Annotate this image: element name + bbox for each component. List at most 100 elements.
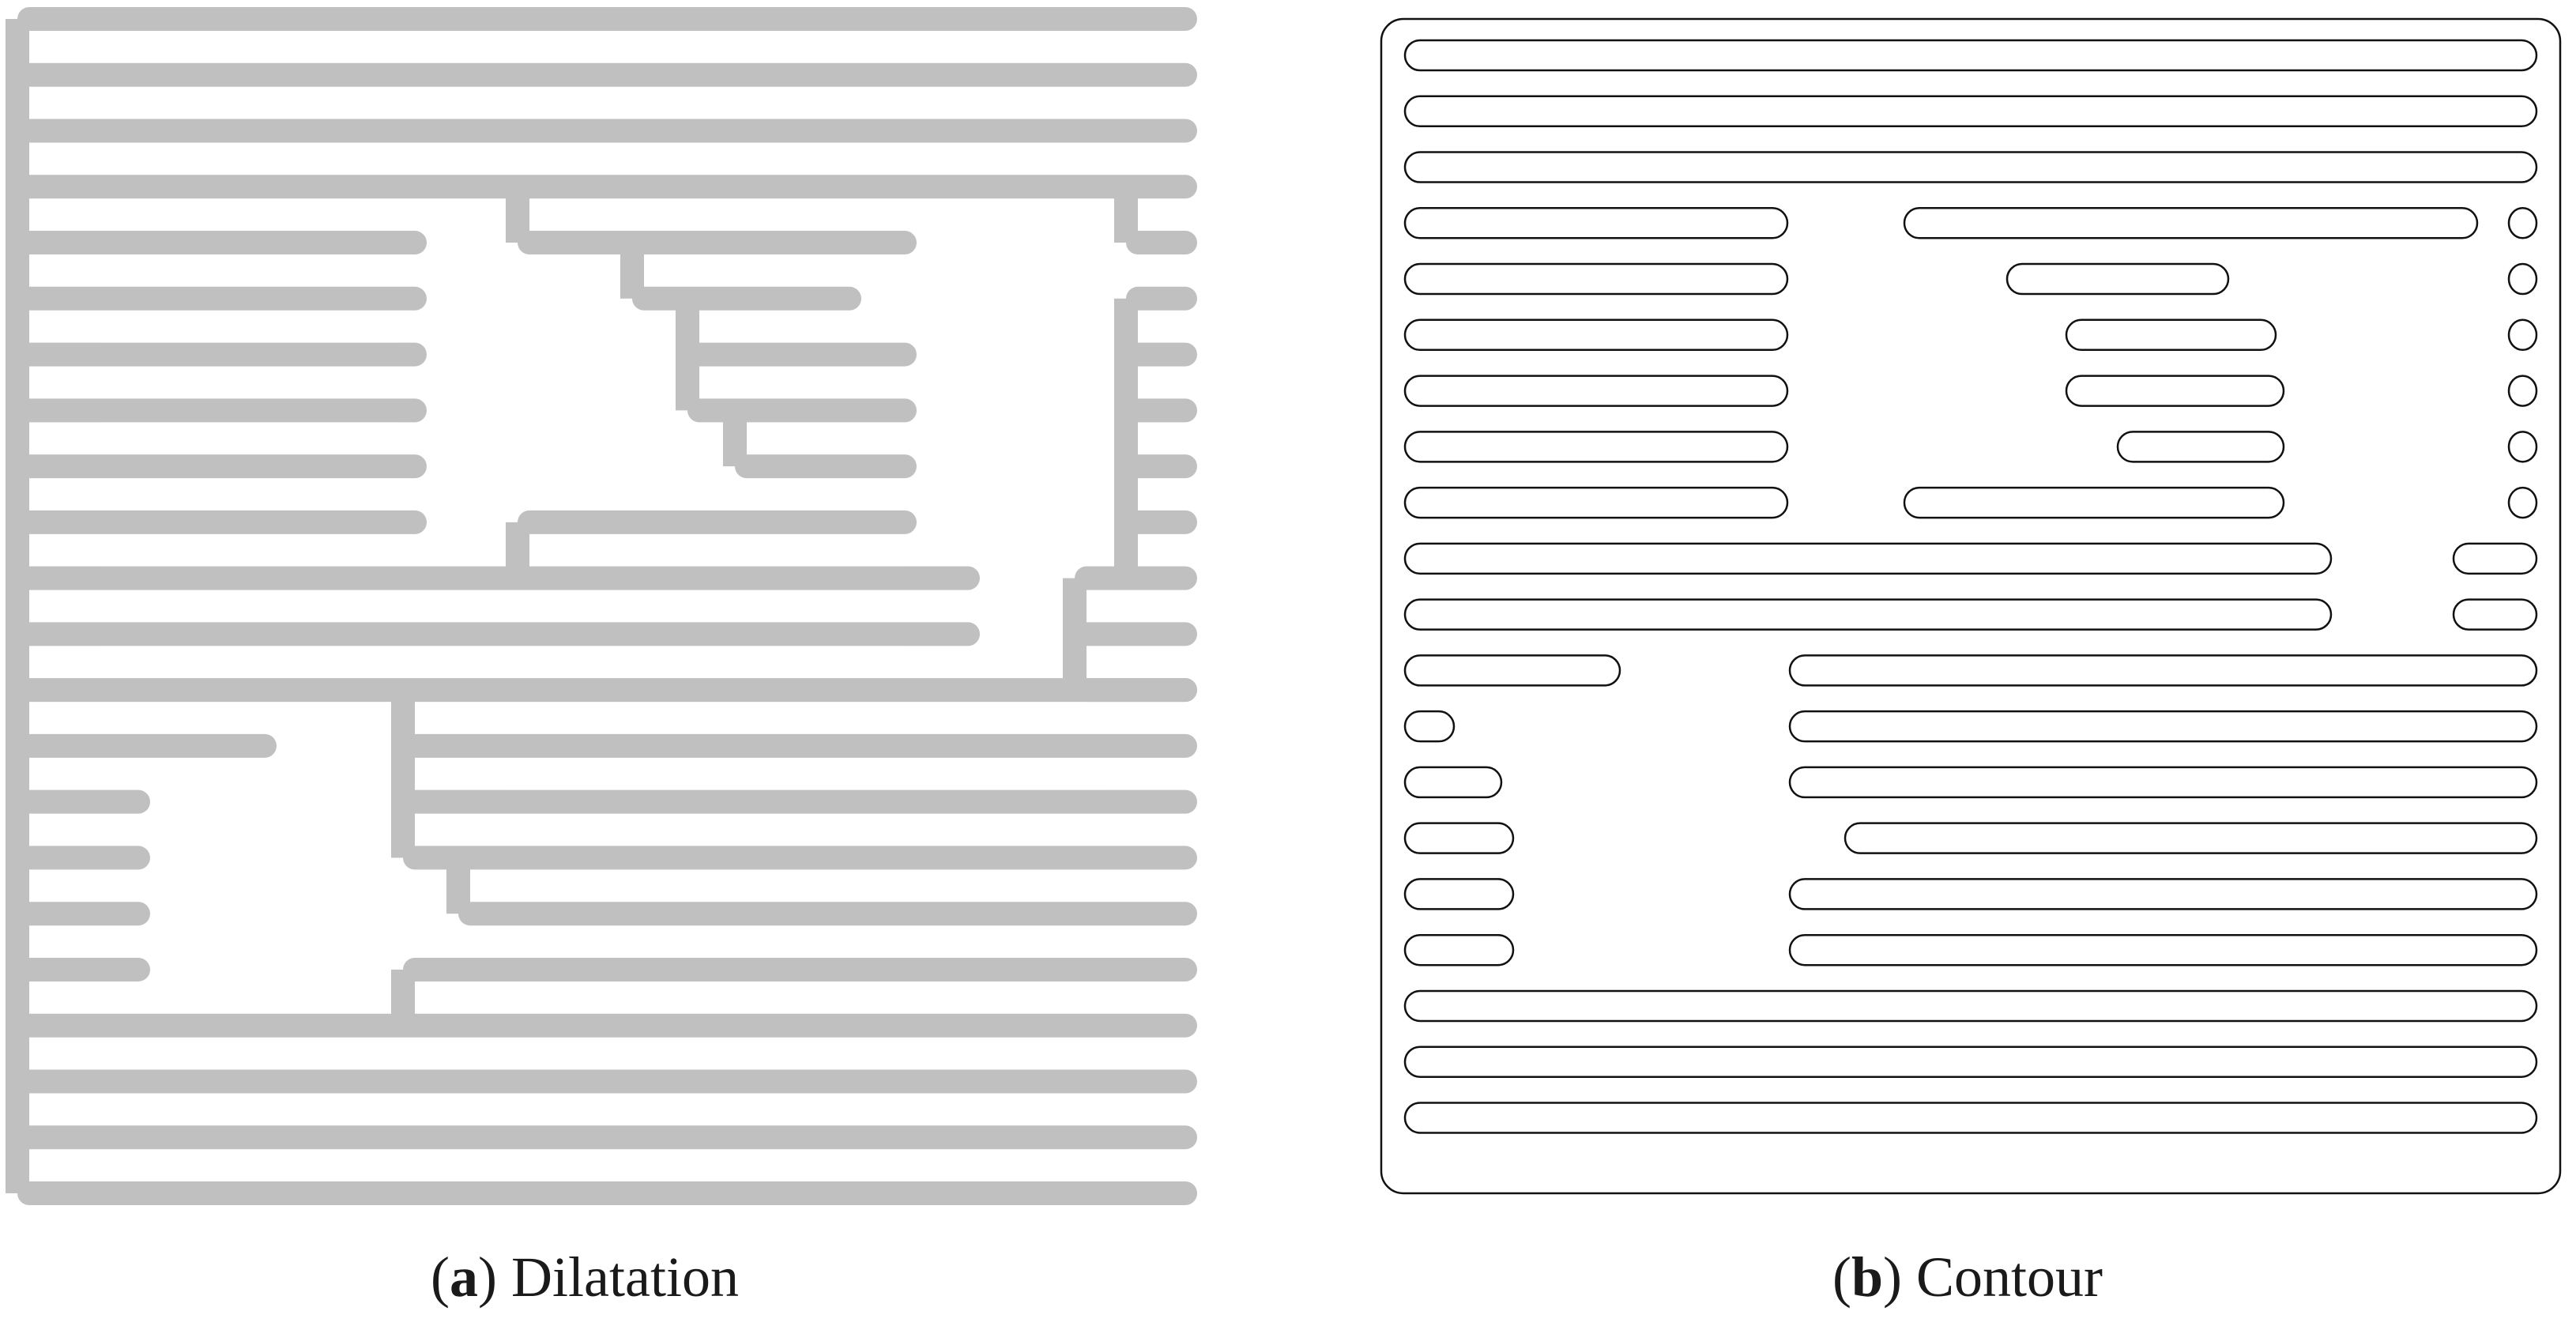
- dilatation-stripe: [17, 342, 427, 367]
- dilatation-stripe: [17, 1013, 1197, 1038]
- contour-slot: [1903, 207, 2479, 239]
- contour-slot: [2507, 318, 2538, 352]
- contour-slot: [1403, 654, 1621, 687]
- dilatation-stripe: [17, 733, 277, 758]
- contour-slot: [1403, 486, 1789, 519]
- dilatation-stripe: [17, 398, 427, 423]
- dilatation-pattern: [6, 7, 1197, 1205]
- dilatation-connector: [620, 243, 644, 299]
- contour-slot: [2507, 486, 2538, 519]
- dilatation-branch: [518, 510, 917, 534]
- dilatation-stripe: [17, 846, 150, 870]
- contour-slot: [1788, 878, 2538, 910]
- dilatation-connector: [506, 522, 529, 578]
- contour-slot: [1403, 1046, 2538, 1078]
- dilatation-connector: [676, 298, 699, 411]
- panel-a-dilatation: (a) Dilatation: [6, 7, 1197, 1309]
- dilatation-connector: [391, 690, 415, 858]
- caption-b-label: Contour: [1916, 1245, 2103, 1309]
- dilatation-stripe: [17, 175, 1197, 199]
- dilatation-stripe: [17, 7, 1197, 31]
- panel-b-contour: (b) Contour: [1380, 17, 2562, 1309]
- contour-slot: [2507, 207, 2538, 239]
- dilatation-branch: [687, 342, 917, 367]
- dilatation-connector: [446, 857, 470, 914]
- contour-slot: [1403, 598, 2333, 631]
- dilatation-branch: [403, 733, 1197, 758]
- contour-slot: [1843, 822, 2538, 854]
- dilatation-stripe: [17, 678, 1197, 703]
- dilatation-stripe: [17, 62, 1197, 87]
- contour-slot: [2452, 542, 2538, 575]
- dilatation-stripe: [17, 1069, 1197, 1094]
- contour-slot: [2005, 262, 2230, 296]
- dilatation-branch: [403, 957, 1197, 981]
- contour-slot: [1403, 151, 2538, 183]
- dilatation-branch: [403, 846, 1197, 870]
- caption-b-letter: b: [1851, 1245, 1883, 1309]
- contour-pattern: [1380, 17, 2562, 1195]
- contour-slot: [1403, 1102, 2538, 1134]
- contour-slot: [2507, 375, 2538, 407]
- contour-slot: [1403, 95, 2538, 128]
- dilatation-stripe: [17, 231, 427, 255]
- dilatation-connector: [6, 19, 29, 1193]
- contour-slot: [1403, 207, 1789, 239]
- dilatation-stripe: [17, 1181, 1197, 1205]
- contour-slot: [2507, 262, 2538, 296]
- contour-slot: [1403, 933, 1515, 966]
- caption-a-label: Dilatation: [511, 1245, 739, 1309]
- dilatation-branch: [1075, 622, 1197, 646]
- dilatation-branch: [735, 454, 917, 479]
- dilatation-branch: [687, 398, 917, 423]
- dilatation-stripe: [17, 1125, 1197, 1150]
- dilatation-connector: [1114, 298, 1138, 578]
- dilatation-stripe: [17, 622, 980, 646]
- dilatation-branch: [632, 286, 861, 311]
- dilatation-branch: [1126, 454, 1197, 479]
- dilatation-connector: [391, 969, 415, 1026]
- contour-slot: [1788, 933, 2538, 966]
- contour-slot: [1403, 375, 1789, 407]
- contour-slot: [2507, 431, 2538, 463]
- contour-slot: [1788, 766, 2538, 799]
- contour-slot: [2452, 598, 2538, 631]
- dilatation-stripe: [17, 510, 427, 534]
- dilatation-branch: [1126, 286, 1197, 311]
- contour-slot: [1403, 822, 1515, 854]
- contour-slot: [1403, 710, 1456, 743]
- dilatation-connector: [723, 410, 747, 467]
- dilatation-connector: [1063, 578, 1087, 691]
- dilatation-branch: [458, 902, 1197, 926]
- contour-slot: [2116, 431, 2285, 463]
- contour-slot: [1403, 318, 1789, 352]
- contour-slot: [1788, 654, 2538, 687]
- caption-b: (b) Contour: [1832, 1245, 2103, 1309]
- contour-slot: [1403, 431, 1789, 463]
- contour-slot: [2065, 318, 2277, 352]
- dilatation-stripe: [17, 454, 427, 479]
- dilatation-branch: [1126, 398, 1197, 423]
- dilatation-stripe: [17, 957, 150, 981]
- dilatation-branch: [518, 231, 917, 255]
- contour-slot: [1788, 710, 2538, 743]
- dilatation-connector: [1114, 187, 1138, 243]
- caption-a-letter: a: [450, 1245, 478, 1309]
- dilatation-branch: [1126, 342, 1197, 367]
- dilatation-stripe: [17, 286, 427, 311]
- dilatation-stripe: [17, 789, 150, 814]
- dilatation-stripe: [17, 119, 1197, 143]
- dilatation-branch: [1075, 678, 1197, 703]
- dilatation-branch: [1126, 510, 1197, 534]
- contour-slot: [1403, 878, 1515, 910]
- dilatation-connector: [506, 187, 529, 243]
- contour-slot: [1403, 989, 2538, 1023]
- dilatation-stripe: [17, 902, 150, 926]
- contour-slot: [1403, 542, 2333, 575]
- contour-slot: [1903, 486, 2285, 519]
- contour-frame: [1380, 17, 2562, 1195]
- contour-slot: [1403, 766, 1503, 799]
- dilatation-branch: [403, 789, 1197, 814]
- dilatation-stripe: [17, 566, 980, 590]
